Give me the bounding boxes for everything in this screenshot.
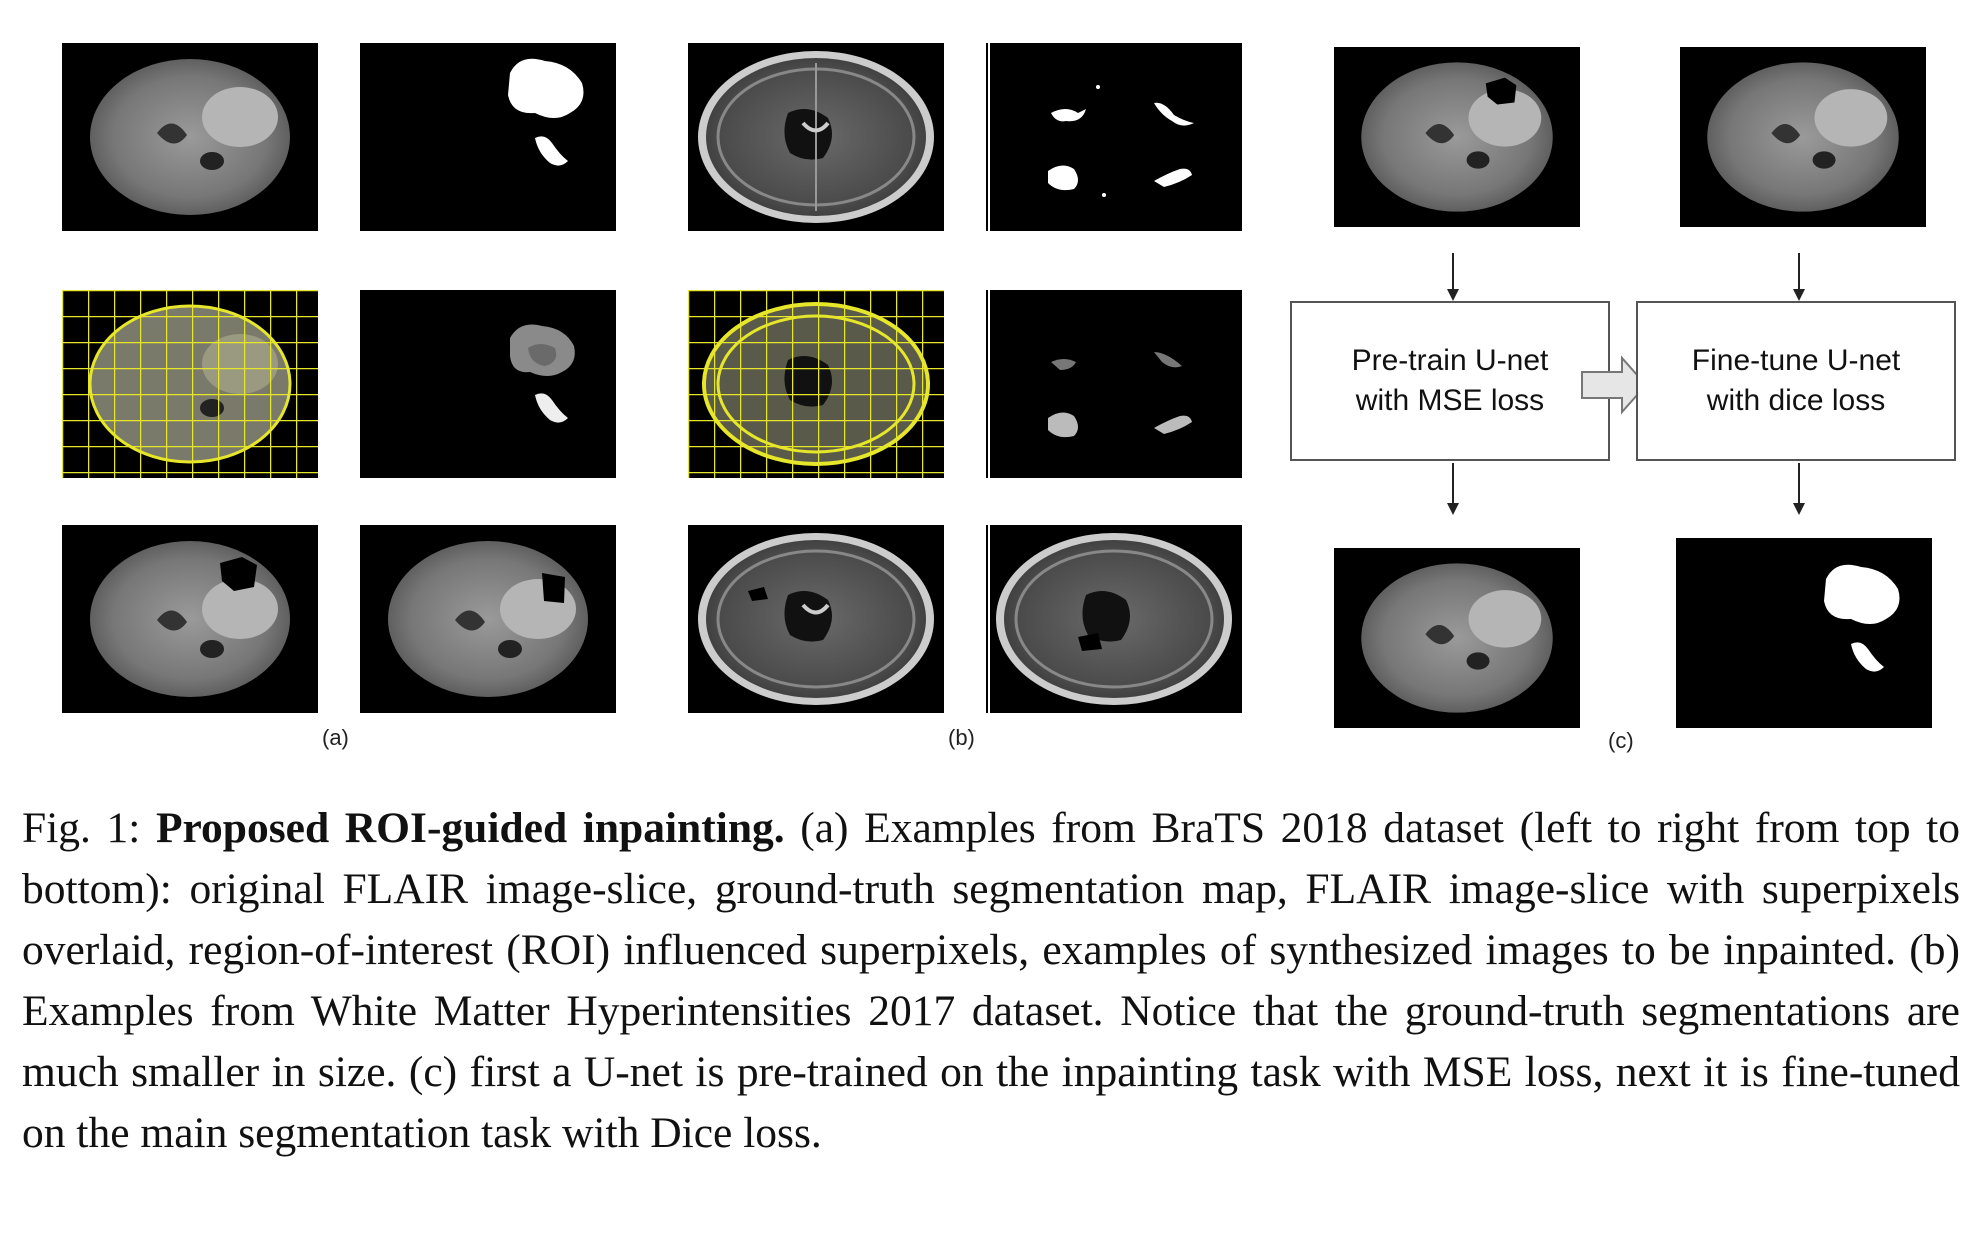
brats-roi-superpixels (360, 290, 616, 478)
pretrain-output-image (1334, 548, 1580, 728)
brats-flair-superpixels (62, 290, 318, 478)
wmh-flair-superpixels (688, 290, 944, 478)
wmh-flair-original (688, 43, 944, 231)
arrow-finetune-in-head (1793, 289, 1805, 301)
pretrain-line1: Pre-train U-net (1351, 344, 1549, 377)
arrow-pretrain-in (1452, 253, 1454, 289)
wmh-synth-inpaint-2 (986, 525, 1242, 713)
arrow-pretrain-in-head (1447, 289, 1459, 301)
arrow-pretrain-out-head (1447, 503, 1459, 515)
brats-synth-inpaint-2 (360, 525, 616, 713)
sublabel-a: (a) (322, 725, 349, 750)
arrow-finetune-in (1798, 253, 1800, 289)
pretrain-input-image (1334, 47, 1580, 227)
sublabel-b: (b) (948, 725, 975, 750)
arrow-finetune-out-head (1793, 503, 1805, 515)
finetune-line2: with dice loss (1706, 384, 1886, 417)
pretrain-line2: with MSE loss (1355, 384, 1545, 417)
arrow-pretrain-out (1452, 463, 1454, 503)
brats-synth-inpaint-1 (62, 525, 318, 713)
finetune-input-image (1680, 47, 1926, 227)
caption-title: Proposed ROI-guided inpainting. (155, 804, 785, 852)
finetune-output-mask (1676, 538, 1932, 728)
brats-flair-original (62, 43, 318, 231)
wmh-ground-truth-mask (986, 43, 1242, 231)
wmh-synth-inpaint-1 (688, 525, 944, 713)
arrow-finetune-out (1798, 463, 1800, 503)
pretrain-to-finetune-arrow (1581, 355, 1648, 415)
sublabel-c: (c) (1608, 728, 1634, 753)
finetune-line1: Fine-tune U-net (1691, 344, 1901, 377)
caption-label: Fig. 1: (22, 804, 141, 852)
caption-body: (a) Examples from BraTS 2018 dataset (le… (22, 804, 1961, 1157)
figure-caption: Fig. 1: Proposed ROI-guided inpainting. … (22, 798, 1960, 1164)
brats-ground-truth-mask (360, 43, 616, 231)
pretrain-box: Pre-train U-net with MSE loss (1290, 301, 1610, 461)
wmh-roi-superpixels (986, 290, 1242, 478)
finetune-box: Fine-tune U-net with dice loss (1636, 301, 1956, 461)
